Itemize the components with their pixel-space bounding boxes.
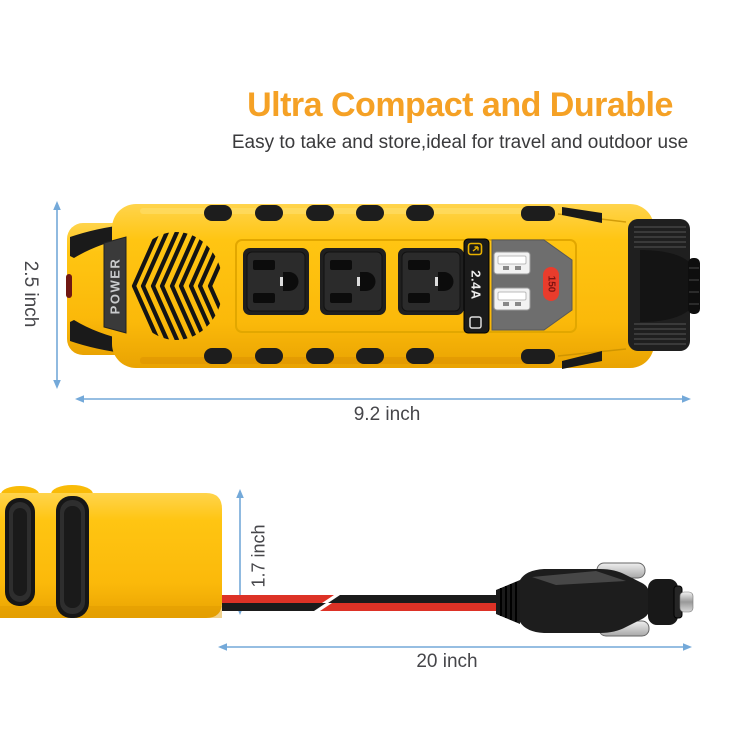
edge-notches [204,205,555,364]
usb-port-icon [493,287,531,311]
power-label-plate [103,236,127,334]
usb-panel [491,239,573,331]
device-depth-label: 1.7 inch [248,524,269,588]
cable-dimension-arrow [218,643,692,651]
cap-ribs [634,226,686,345]
side-switch-glint [66,274,72,298]
usb-port-icon [493,251,531,275]
outlet-recess-seam [235,239,577,333]
right-end-cap [562,207,700,369]
plug-highlight [532,571,626,585]
device-icon [469,316,482,329]
watt-badge [543,267,559,301]
side-slot [56,496,89,618]
device-height-label: 2.5 inch [20,260,41,328]
side-bottom-shade [0,606,222,618]
side-slot [5,498,35,606]
ac-outlet [398,248,464,315]
device-length-label: 9.2 inch [353,404,421,425]
taper-seam-bottom [557,348,627,357]
watt-badge-label: 150 [545,275,557,293]
power-label: POWER [107,257,123,315]
plug-front [648,579,678,625]
inverter-side-view [0,485,222,618]
bottom-shade [140,357,540,364]
ac-outlet [243,248,309,315]
inverter-top-view [66,204,700,369]
page-title: Ultra Compact and Durable [247,86,673,124]
car-charger-plug [496,562,694,637]
phone-charge-icon [467,242,483,256]
vent-grille [131,232,223,340]
ac-outlets [243,248,464,315]
usb-amperage-strip [463,238,490,334]
end-connector [640,250,700,322]
height-dimension-arrow [53,201,61,389]
top-highlight [140,208,540,214]
cable-length-label: 20 inch [416,651,478,672]
side-body [0,493,222,618]
ac-outlet [320,248,386,315]
length-dimension-arrow [75,395,691,403]
power-cable [222,595,502,611]
plug-tip [679,591,694,613]
plug-body [520,569,650,633]
page-subtitle: Easy to take and store,ideal for travel … [231,132,689,153]
usb-amperage-label: 2.4A [468,270,484,300]
